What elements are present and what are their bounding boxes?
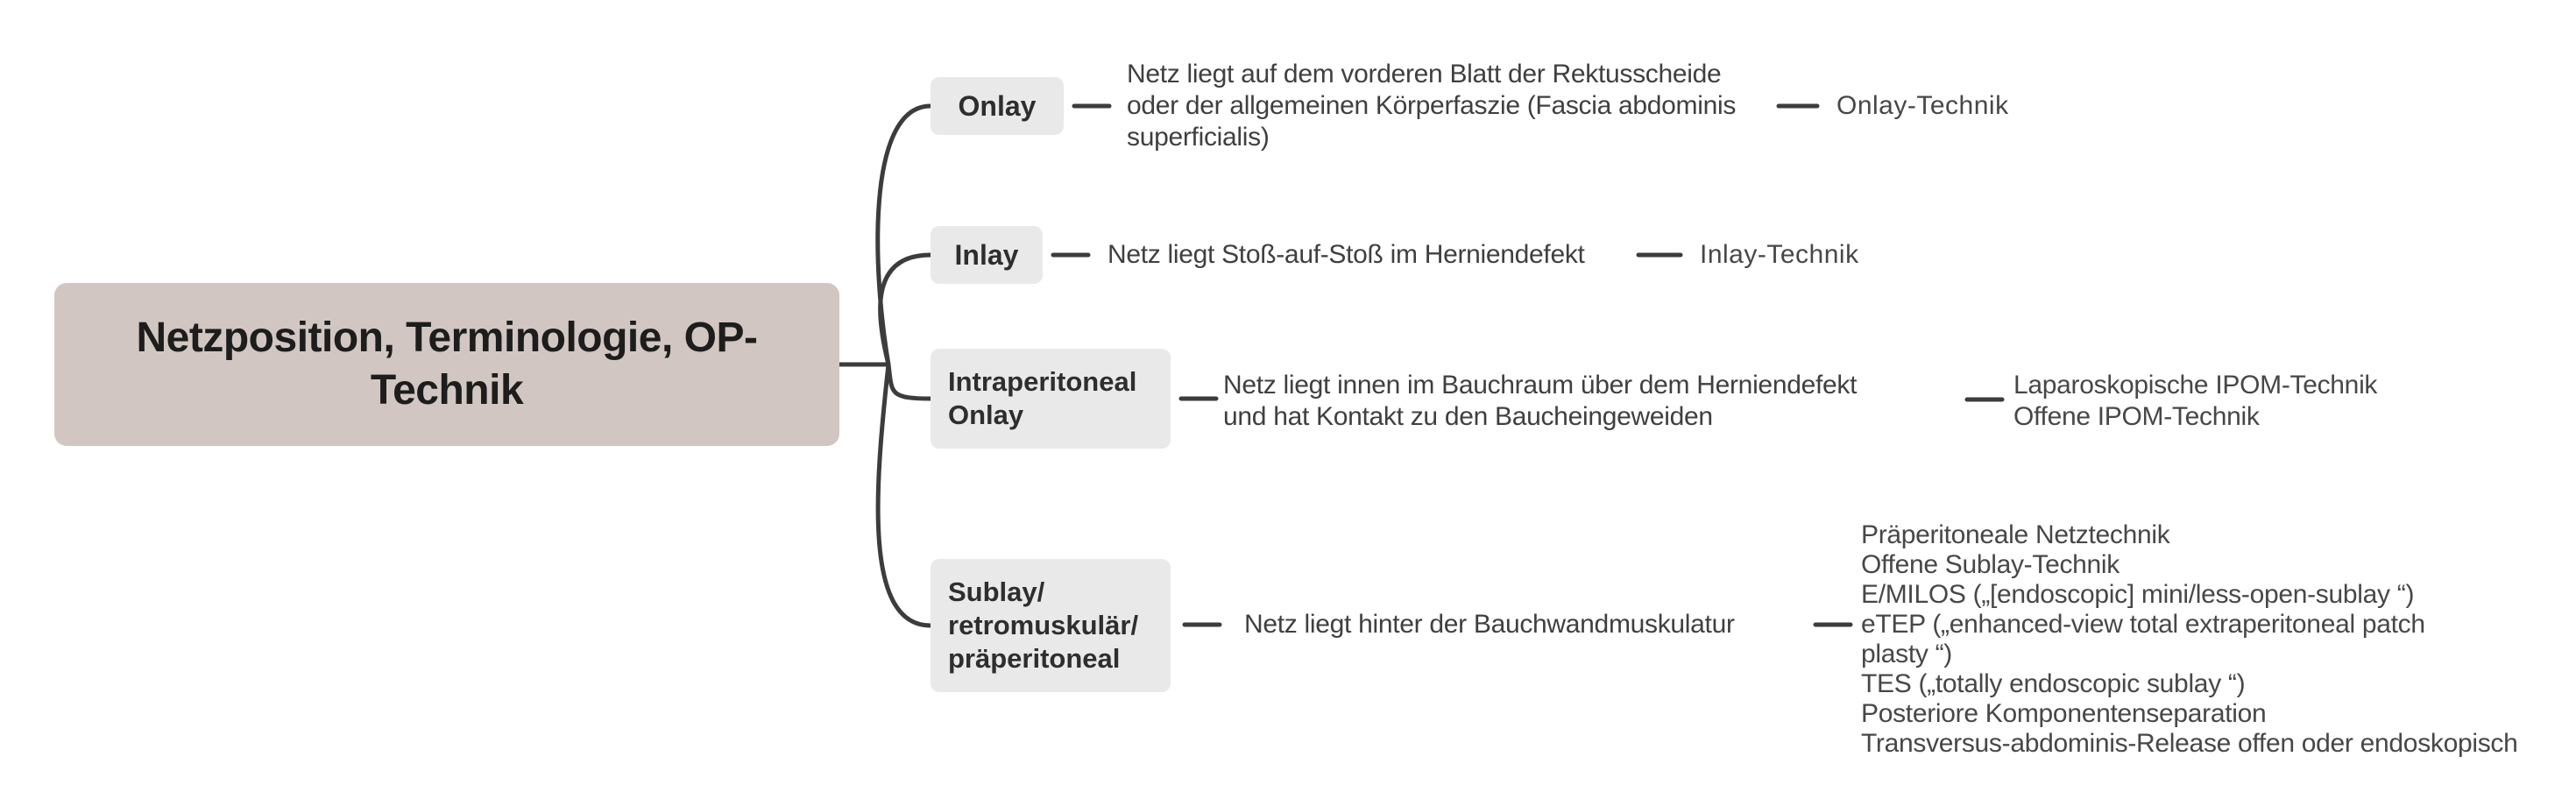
connector-root-onlay: [875, 103, 933, 367]
sublay-technique-list: Präperitoneale Netztechnik Offene Sublay…: [1861, 520, 2518, 758]
branch-node-sublay[interactable]: Sublay/ retromuskulär/ präperitoneal: [931, 559, 1171, 692]
branch-node-sublay-label: Sublay/ retromuskulär/ präperitoneal: [948, 576, 1139, 674]
inlay-description: Netz liegt Stoß-auf-Stoß im Herniendefek…: [1108, 240, 1585, 269]
root-node-netzposition[interactable]: Netzposition, Terminologie, OP- Technik: [54, 283, 839, 446]
connector-root-intraperitoneal: [886, 362, 933, 401]
branch-node-onlay-label: Onlay: [958, 89, 1037, 122]
onlay-description: Netz liegt auf dem vorderen Blatt der Re…: [1127, 60, 1737, 152]
connector-root-sublay: [875, 362, 933, 628]
connector-root-inlay: [878, 252, 933, 367]
root-node-label: Netzposition, Terminologie, OP- Technik: [136, 315, 758, 414]
branch-node-intraperitoneal-onlay-label: Intraperitoneal Onlay: [948, 366, 1137, 430]
intraperitoneal-onlay-description: Netz liegt innen im Bauchraum über dem H…: [1223, 371, 1858, 431]
branch-node-intraperitoneal-onlay[interactable]: Intraperitoneal Onlay: [931, 349, 1171, 449]
inlay-technique-list: Inlay-Technik: [1700, 240, 1859, 269]
sublay-description: Netz liegt hinter der Bauchwandmuskulatu…: [1244, 610, 1735, 639]
branch-node-inlay-label: Inlay: [954, 238, 1019, 271]
onlay-technique-list: Onlay-Technik: [1836, 91, 2009, 120]
intraperitoneal-onlay-technique-list: Laparoskopische IPOM-Technik Offene IPOM…: [2013, 371, 2378, 431]
branch-node-onlay[interactable]: Onlay: [931, 77, 1064, 135]
branch-node-inlay[interactable]: Inlay: [931, 226, 1043, 284]
